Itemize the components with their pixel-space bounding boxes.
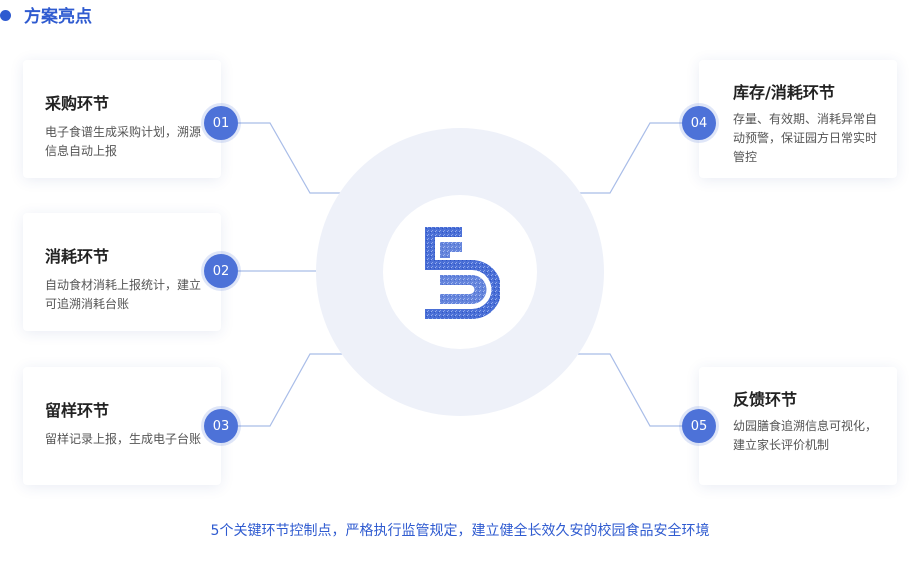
card-title: 反馈环节 [733,390,798,409]
card-consumption: 消耗环节 自动食材消耗上报统计，建立可追溯消耗台账 [23,213,221,331]
connector-line-03 [238,353,345,427]
card-title: 留样环节 [45,401,110,420]
card-description: 自动食材消耗上报统计，建立可追溯消耗台账 [45,278,202,311]
bullet-dot-icon [0,10,11,21]
number-5-logo-icon [425,227,500,319]
card-title: 采购环节 [45,94,110,113]
badge-01: 01 [204,106,238,140]
connector-line-05 [578,353,682,427]
card-feedback: 反馈环节 幼园膳食追溯信息可视化，建立家长评价机制 [699,367,897,485]
card-procurement: 采购环节 电子食谱生成采购计划，溯源信息自动上报 [23,60,221,178]
footer-summary: 5个关键环节控制点，严格执行监管规定，建立健全长效久安的校园食品安全环境 [210,523,710,539]
section-title: 方案亮点 [24,7,92,27]
card-description: 电子食谱生成采购计划，溯源信息自动上报 [45,125,202,158]
card-description: 幼园膳食追溯信息可视化，建立家长评价机制 [733,419,878,452]
card-sample-retention: 留样环节 留样记录上报，生成电子台账 [23,367,221,485]
card-title: 消耗环节 [45,247,110,266]
badge-03: 03 [204,409,238,443]
connector-line-04 [578,122,682,194]
badge-02: 02 [204,254,238,288]
center-inner-circle [383,195,537,349]
card-description: 存量、有效期、消耗异常自动预警，保证园方日常实时管控 [733,112,878,164]
badge-05: 05 [682,409,716,443]
card-description: 留样记录上报，生成电子台账 [45,432,202,446]
card-inventory: 库存/消耗环节 存量、有效期、消耗异常自动预警，保证园方日常实时管控 [699,60,897,178]
card-title: 库存/消耗环节 [733,83,835,102]
badge-04: 04 [682,106,716,140]
connector-line-01 [238,122,345,194]
